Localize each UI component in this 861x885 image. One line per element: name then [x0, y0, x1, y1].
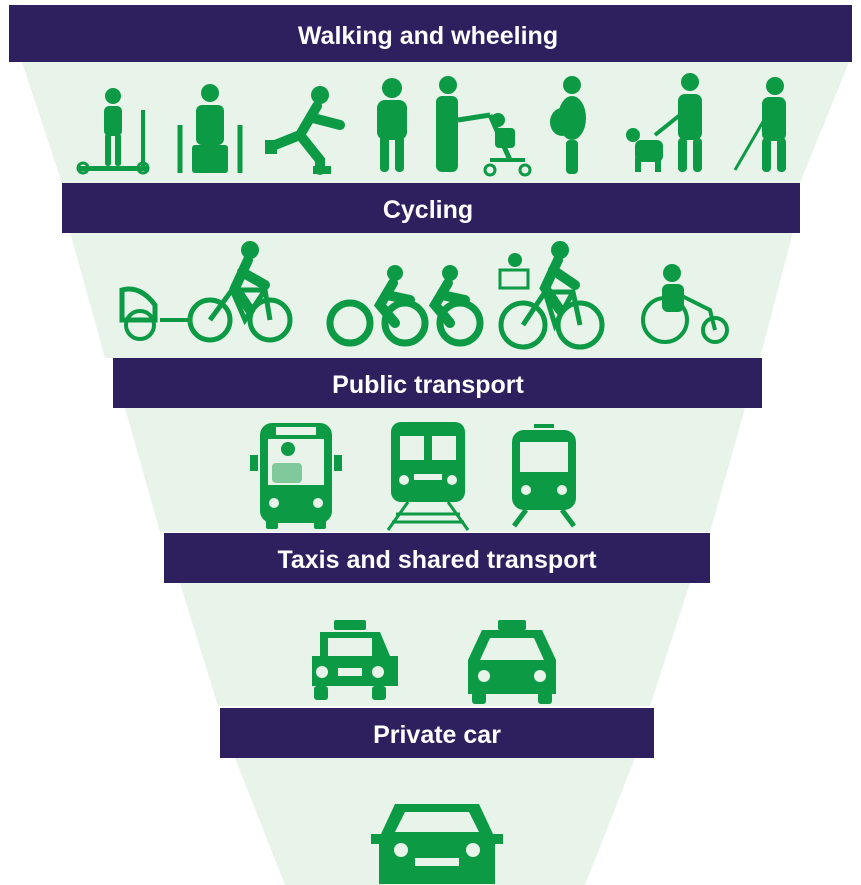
wheelchair-user-icon	[177, 84, 243, 173]
hand-cycle-icon	[641, 264, 729, 344]
bicycle-with-child-seat-icon	[498, 241, 605, 350]
person-with-guide-dog-icon	[626, 73, 702, 172]
bus-icon	[250, 423, 342, 529]
tandem-bicycle-icon	[326, 265, 484, 347]
tier-band-private	[220, 708, 654, 758]
tier-band-walking	[9, 5, 852, 62]
car-front-icon	[371, 804, 503, 884]
tier-label-public: Public transport	[332, 371, 524, 399]
tram-icon	[512, 424, 576, 528]
taxi-front-icon	[468, 620, 556, 704]
roller-skater-icon	[265, 86, 345, 175]
standing-person-icon	[377, 78, 407, 172]
person-with-white-cane-icon	[733, 77, 786, 172]
taxi-side-icon	[312, 620, 398, 700]
tier-label-private: Private car	[373, 721, 501, 749]
tier-label-walking: Walking and wheeling	[298, 22, 558, 50]
tier-label-cycling: Cycling	[383, 196, 473, 224]
tier-band-public	[113, 358, 762, 408]
train-icon	[386, 422, 470, 531]
bicycle-with-child-trailer-icon	[119, 241, 293, 343]
kick-scooter-person-icon	[76, 88, 150, 175]
pregnant-woman-icon	[550, 76, 586, 174]
tier-label-taxis: Taxis and shared transport	[277, 546, 597, 574]
tier-band-cycling	[62, 183, 800, 233]
tier-band-taxis	[164, 533, 710, 583]
person-pushing-pram-icon	[436, 76, 532, 177]
tier-panel-cycling	[70, 232, 793, 358]
tier-panel-taxis	[180, 583, 690, 706]
